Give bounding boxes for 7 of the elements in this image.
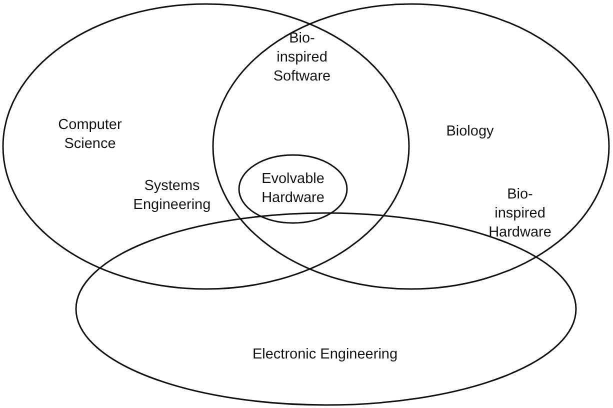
set-label: Electronic Engineering <box>251 346 399 364</box>
overlap-label: Bio-inspired Hardware <box>488 186 552 242</box>
set-label: Computer Science <box>57 116 123 154</box>
set-label: Biology <box>445 122 495 142</box>
overlap-label: Systems Engineering <box>132 177 212 215</box>
set-label: Evolvable Hardware <box>260 170 326 208</box>
overlap-label: Bio-inspired Software <box>272 30 332 86</box>
